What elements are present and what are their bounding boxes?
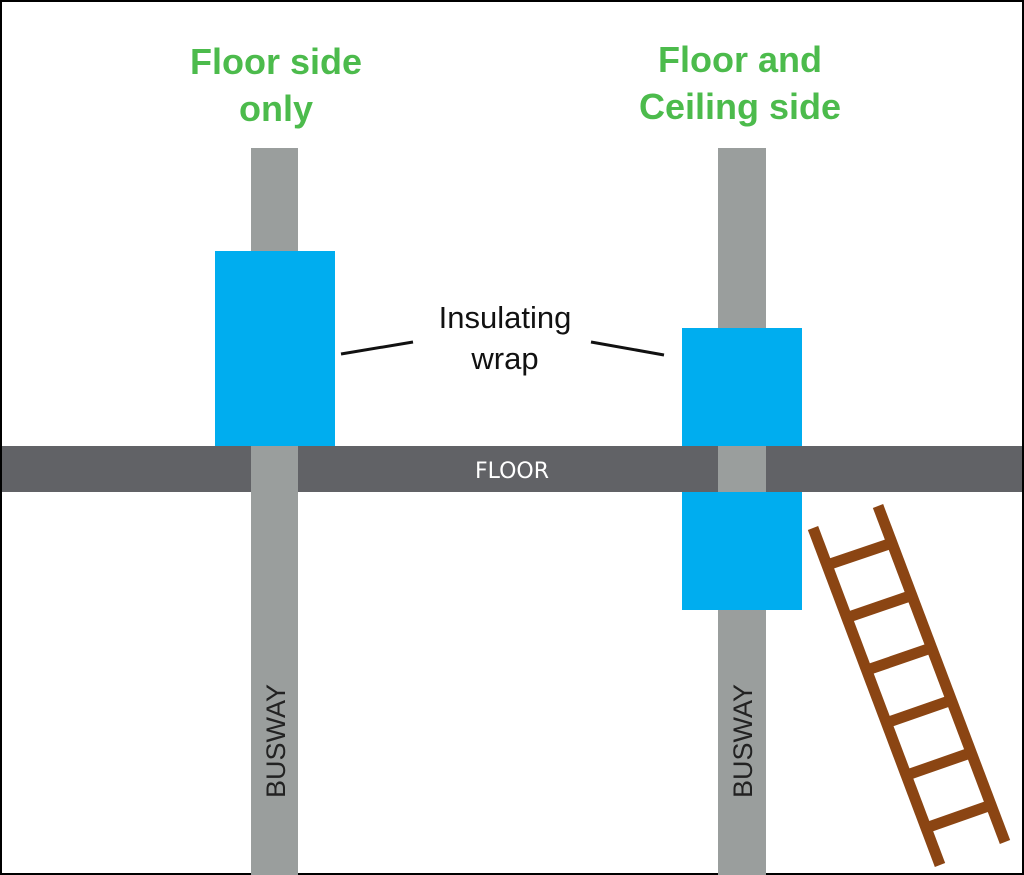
title-left-line1: Floor side xyxy=(190,41,362,82)
busway-left-through-floor xyxy=(251,446,298,492)
busway-label-right: BUSWAY xyxy=(728,684,758,798)
ladder-rung xyxy=(864,642,934,676)
ladder-icon xyxy=(807,504,1011,867)
ladder-rung xyxy=(904,747,974,781)
insulating-wrap-right-lower xyxy=(682,492,802,610)
busway-right-through-floor xyxy=(718,446,766,492)
callout-line1: Insulating xyxy=(439,300,572,335)
floor-label: FLOOR xyxy=(475,459,549,484)
title-right-line1: Floor and xyxy=(658,39,822,80)
busway-label-left: BUSWAY xyxy=(261,684,291,798)
ladder-rung xyxy=(825,537,894,571)
insulating-wrap-left xyxy=(215,251,335,446)
insulating-wrap-right-upper xyxy=(682,328,802,446)
ladder-rail-right xyxy=(872,504,1011,844)
callout-leader-left xyxy=(340,340,414,356)
floor-slab xyxy=(2,446,1022,492)
ladder-rung xyxy=(844,590,914,623)
title-right-line2: Ceiling side xyxy=(639,86,841,127)
ladder-rung xyxy=(884,695,954,728)
title-left-line2: only xyxy=(239,88,313,129)
ladder-rung xyxy=(924,799,993,834)
callout-leader-right xyxy=(590,340,665,357)
ladder-rail-left xyxy=(807,526,946,867)
callout-line2: wrap xyxy=(470,341,538,376)
